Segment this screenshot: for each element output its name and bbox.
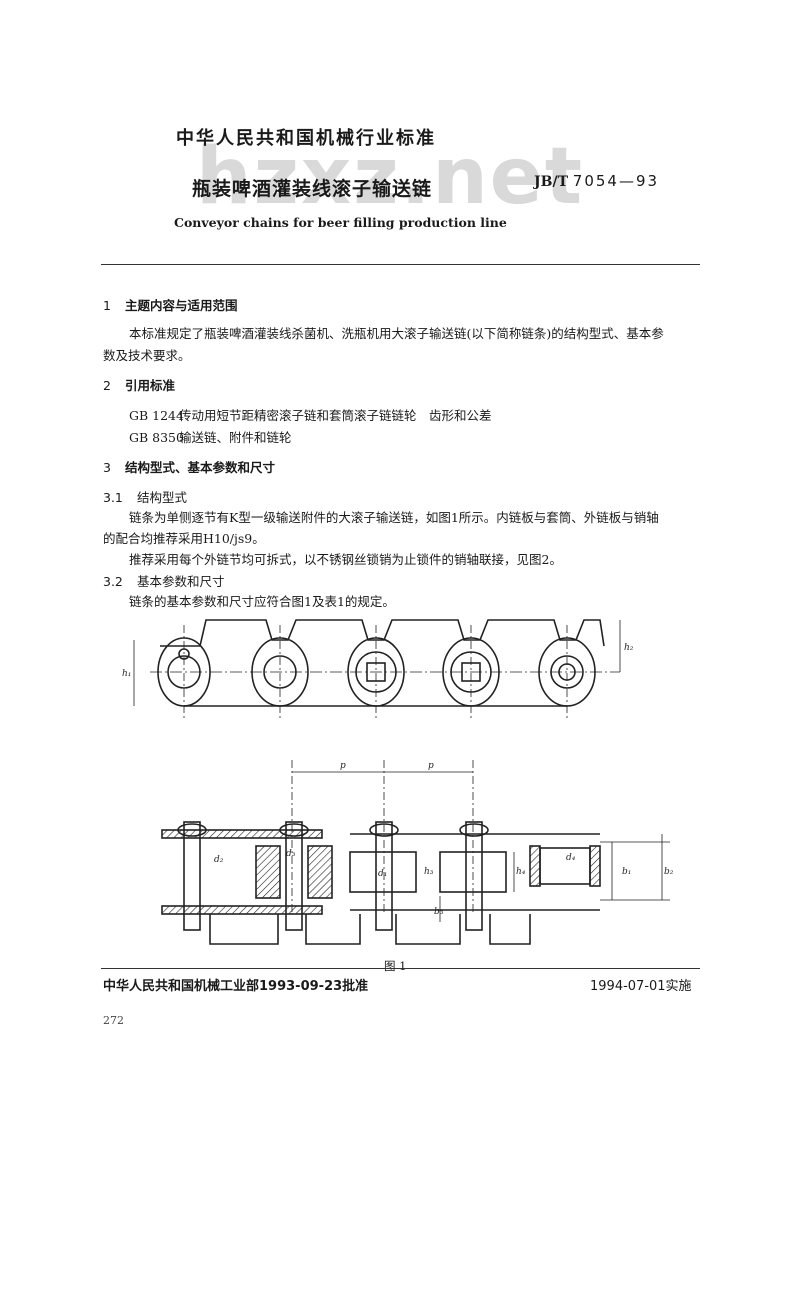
section-1-title: 主题内容与适用范围 [125, 298, 238, 313]
attachment-section [529, 845, 541, 887]
bushing [263, 655, 297, 689]
roller-section [255, 845, 281, 899]
section-3-1-paragraph-1-line1: 链条为单侧逐节有K型一级输送附件的大滚子输送链，如图1所示。内链板与套筒、外链板… [129, 510, 659, 525]
pin-shaft [285, 821, 303, 931]
dimension-label-h4: h₄ [516, 867, 526, 877]
lock-pin [178, 648, 190, 660]
section-1-heading: 1 主题内容与适用范围 [103, 295, 238, 314]
pin-square [366, 662, 386, 682]
pin-head [369, 823, 399, 837]
pin-shaft [465, 821, 483, 931]
dimension-label-d1: d₁ [378, 869, 387, 879]
section-1-paragraph-line1: 本标准规定了瓶装啤酒灌装线杀菌机、洗瓶机用大滚子输送链(以下简称链条)的结构型式… [129, 326, 664, 341]
dimension-label-b1: b₁ [622, 867, 631, 877]
roller [349, 851, 417, 893]
section-2-title: 引用标准 [125, 378, 176, 393]
section-3-1-paragraph-2: 推荐采用每个外链节均可拆式，以不锈钢丝锁销为止锁件的销轴联接，见图2。 [129, 552, 562, 567]
pin [558, 663, 576, 681]
standard-code-prefix: JB/T [534, 174, 568, 190]
roller [355, 651, 397, 693]
section-3-1-paragraph-1-line2: 的配合均推荐采用H10/js9。 [103, 531, 265, 546]
attachment-section [589, 845, 601, 887]
pin-square [461, 662, 481, 682]
section-2-number: 2 [103, 378, 111, 393]
dimension-label-d2: d₂ [214, 855, 224, 865]
bushing [550, 655, 584, 689]
section-3-1-heading: 3.1 结构型式 [103, 487, 187, 506]
lower-frame [209, 914, 279, 945]
pin-shaft [375, 821, 393, 931]
chain-section-view [161, 760, 670, 945]
outer-plate-top [161, 829, 323, 839]
dimension-label-d3: d₃ [286, 849, 296, 859]
section-3-1-title: 结构型式 [137, 490, 188, 505]
outer-plate-bottom [161, 905, 323, 915]
reference-item: GB 1244传动用短节距精密滚子链和套筒滚子链链轮 齿形和公差 [129, 405, 492, 424]
pin-head [459, 823, 489, 837]
section-3-2-title: 基本参数和尺寸 [137, 574, 225, 589]
section-3-2-heading: 3.2 基本参数和尺寸 [103, 571, 225, 590]
standard-type-heading: 中华人民共和国机械行业标准 [176, 128, 436, 149]
standard-code-number: 7054—93 [572, 172, 660, 190]
figure-caption: 图 1 [384, 959, 407, 973]
section-3-title: 结构型式、基本参数和尺寸 [125, 460, 276, 475]
dimension-label-b3: b₃ [434, 907, 444, 917]
section-2-heading: 2 引用标准 [103, 375, 175, 394]
lower-frame [395, 914, 461, 945]
document-title-en: Conveyor chains for beer filling product… [174, 215, 507, 230]
section-1-paragraph-line2: 数及技术要求。 [103, 348, 191, 363]
k-attachment-plates [184, 619, 605, 647]
pin-head [279, 823, 309, 837]
pitch-label: p [340, 761, 346, 771]
pin-shaft [183, 821, 201, 931]
roller-section [307, 845, 333, 899]
section-3-1-number: 3.1 [103, 490, 123, 505]
section-3-2-paragraph: 链条的基本参数和尺寸应符合图1及表1的规定。 [129, 594, 395, 609]
roller [439, 851, 507, 893]
watermark: hzxz.net [196, 132, 584, 222]
dimension-label-h3: h₃ [424, 867, 434, 877]
footer-divider [101, 968, 700, 969]
dimension-label-b2: b₂ [664, 867, 674, 877]
dimension-label-d4: d₄ [566, 853, 576, 863]
roller [450, 651, 492, 693]
lower-frame [489, 914, 531, 945]
page-number: 272 [103, 1014, 124, 1027]
section-1-number: 1 [103, 298, 111, 313]
reference-code: GB 1244 [129, 408, 184, 423]
section-3-number: 3 [103, 460, 111, 475]
section-3-2-number: 3.2 [103, 574, 123, 589]
pin-head [177, 823, 207, 837]
reference-item: GB 8350输送链、附件和链轮 [129, 427, 292, 446]
header-divider [101, 264, 700, 265]
document-title-cn: 瓶装啤酒灌装线滚子输送链 [192, 178, 433, 200]
attachment-bracket [539, 847, 591, 885]
chain-front-view [133, 619, 621, 720]
reference-title: 输送链、附件和链轮 [179, 430, 292, 445]
dimension-label-h1: h₁ [122, 669, 131, 679]
pitch-label: p [428, 761, 434, 771]
standard-code: JB/T 7054—93 [534, 172, 659, 190]
section-3-heading: 3 结构型式、基本参数和尺寸 [103, 457, 275, 476]
bushing [167, 655, 201, 689]
dimension-label-h2: h₂ [624, 643, 634, 653]
lower-frame [305, 914, 361, 945]
approval-statement: 中华人民共和国机械工业部1993-09-23批准 [103, 979, 369, 994]
reference-code: GB 8350 [129, 430, 184, 445]
reference-title: 传动用短节距精密滚子链和套筒滚子链链轮 齿形和公差 [179, 408, 492, 423]
implementation-date: 1994-07-01实施 [590, 979, 692, 994]
